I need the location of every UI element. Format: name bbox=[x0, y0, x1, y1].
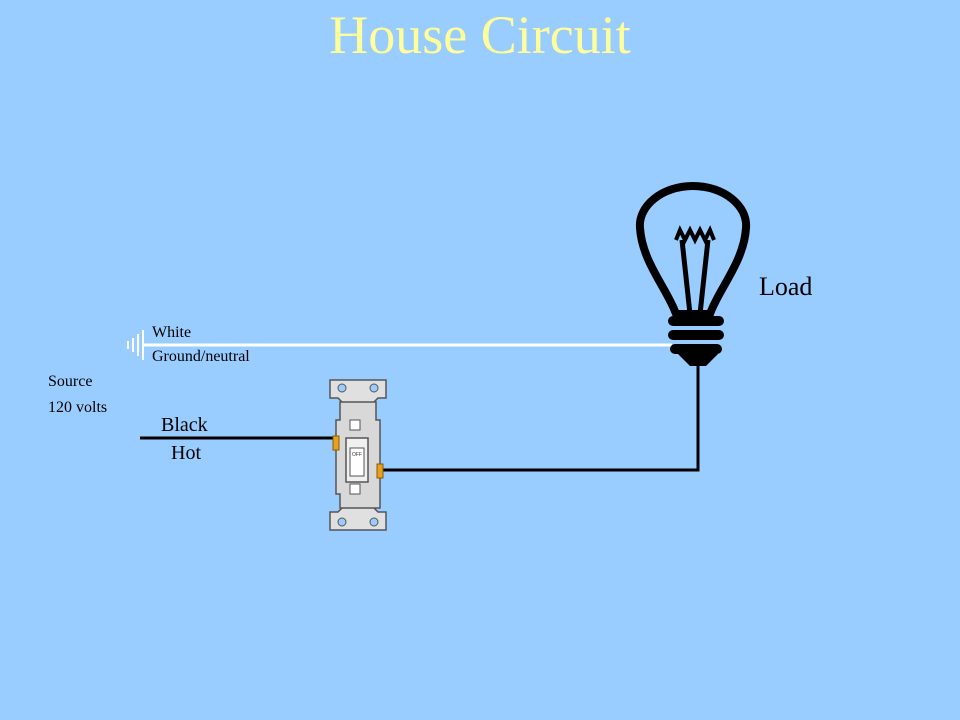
ground-neutral-label: Ground/neutral bbox=[152, 348, 250, 365]
voltage-label: 120 volts bbox=[48, 399, 108, 416]
ground-symbol-icon bbox=[127, 330, 144, 360]
white-wire-label: White bbox=[152, 324, 192, 341]
source-label: Source bbox=[48, 373, 93, 390]
black-wire-label: Black bbox=[161, 414, 208, 436]
hot-wire-label: Hot bbox=[171, 442, 201, 464]
load-label: Load bbox=[759, 272, 813, 301]
hot-wire-load bbox=[382, 362, 700, 472]
slide-title: House Circuit bbox=[329, 5, 631, 65]
light-bulb-icon bbox=[635, 182, 751, 366]
switch-off-label: OFF bbox=[352, 452, 362, 458]
light-switch-icon: OFF bbox=[329, 379, 387, 531]
